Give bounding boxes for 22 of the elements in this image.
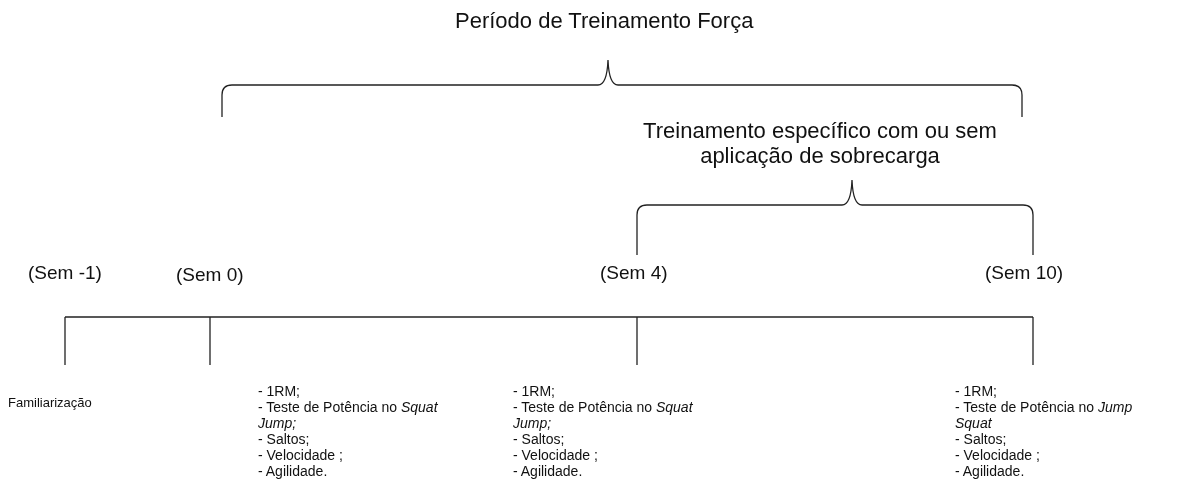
bracket-label: Treinamento específico com ou sem aplicação de sobrecarga <box>642 118 998 169</box>
test-item: - 1RM; <box>955 383 997 399</box>
test-item: - 1RM; <box>513 383 555 399</box>
test-item: - Agilidade. <box>258 463 328 479</box>
test-item: - Velocidade ; <box>513 447 598 463</box>
week-label: (Sem 4) <box>600 262 668 284</box>
test-item: - Teste de Potência no Squat Jump; <box>258 399 439 431</box>
test-item: - Agilidade. <box>955 463 1025 479</box>
test-item: - Velocidade ; <box>955 447 1040 463</box>
test-item: - Saltos; <box>258 431 310 447</box>
test-item: - Teste de Potência no Squat Jump; <box>513 399 694 431</box>
test-item: - Velocidade ; <box>258 447 343 463</box>
bracket-label: Período de Treinamento Força <box>455 8 754 34</box>
test-item: - Saltos; <box>513 431 565 447</box>
week-label: (Sem 0) <box>176 264 244 286</box>
test-item: - 1RM; <box>258 383 300 399</box>
phase-label: Familiarização <box>8 396 92 411</box>
test-item: - Agilidade. <box>513 463 583 479</box>
week-label: (Sem -1) <box>28 262 102 284</box>
test-item: - Teste de Potência no Jump Squat <box>955 399 1134 431</box>
test-item: - Saltos; <box>955 431 1007 447</box>
week-label: (Sem 10) <box>985 262 1064 284</box>
